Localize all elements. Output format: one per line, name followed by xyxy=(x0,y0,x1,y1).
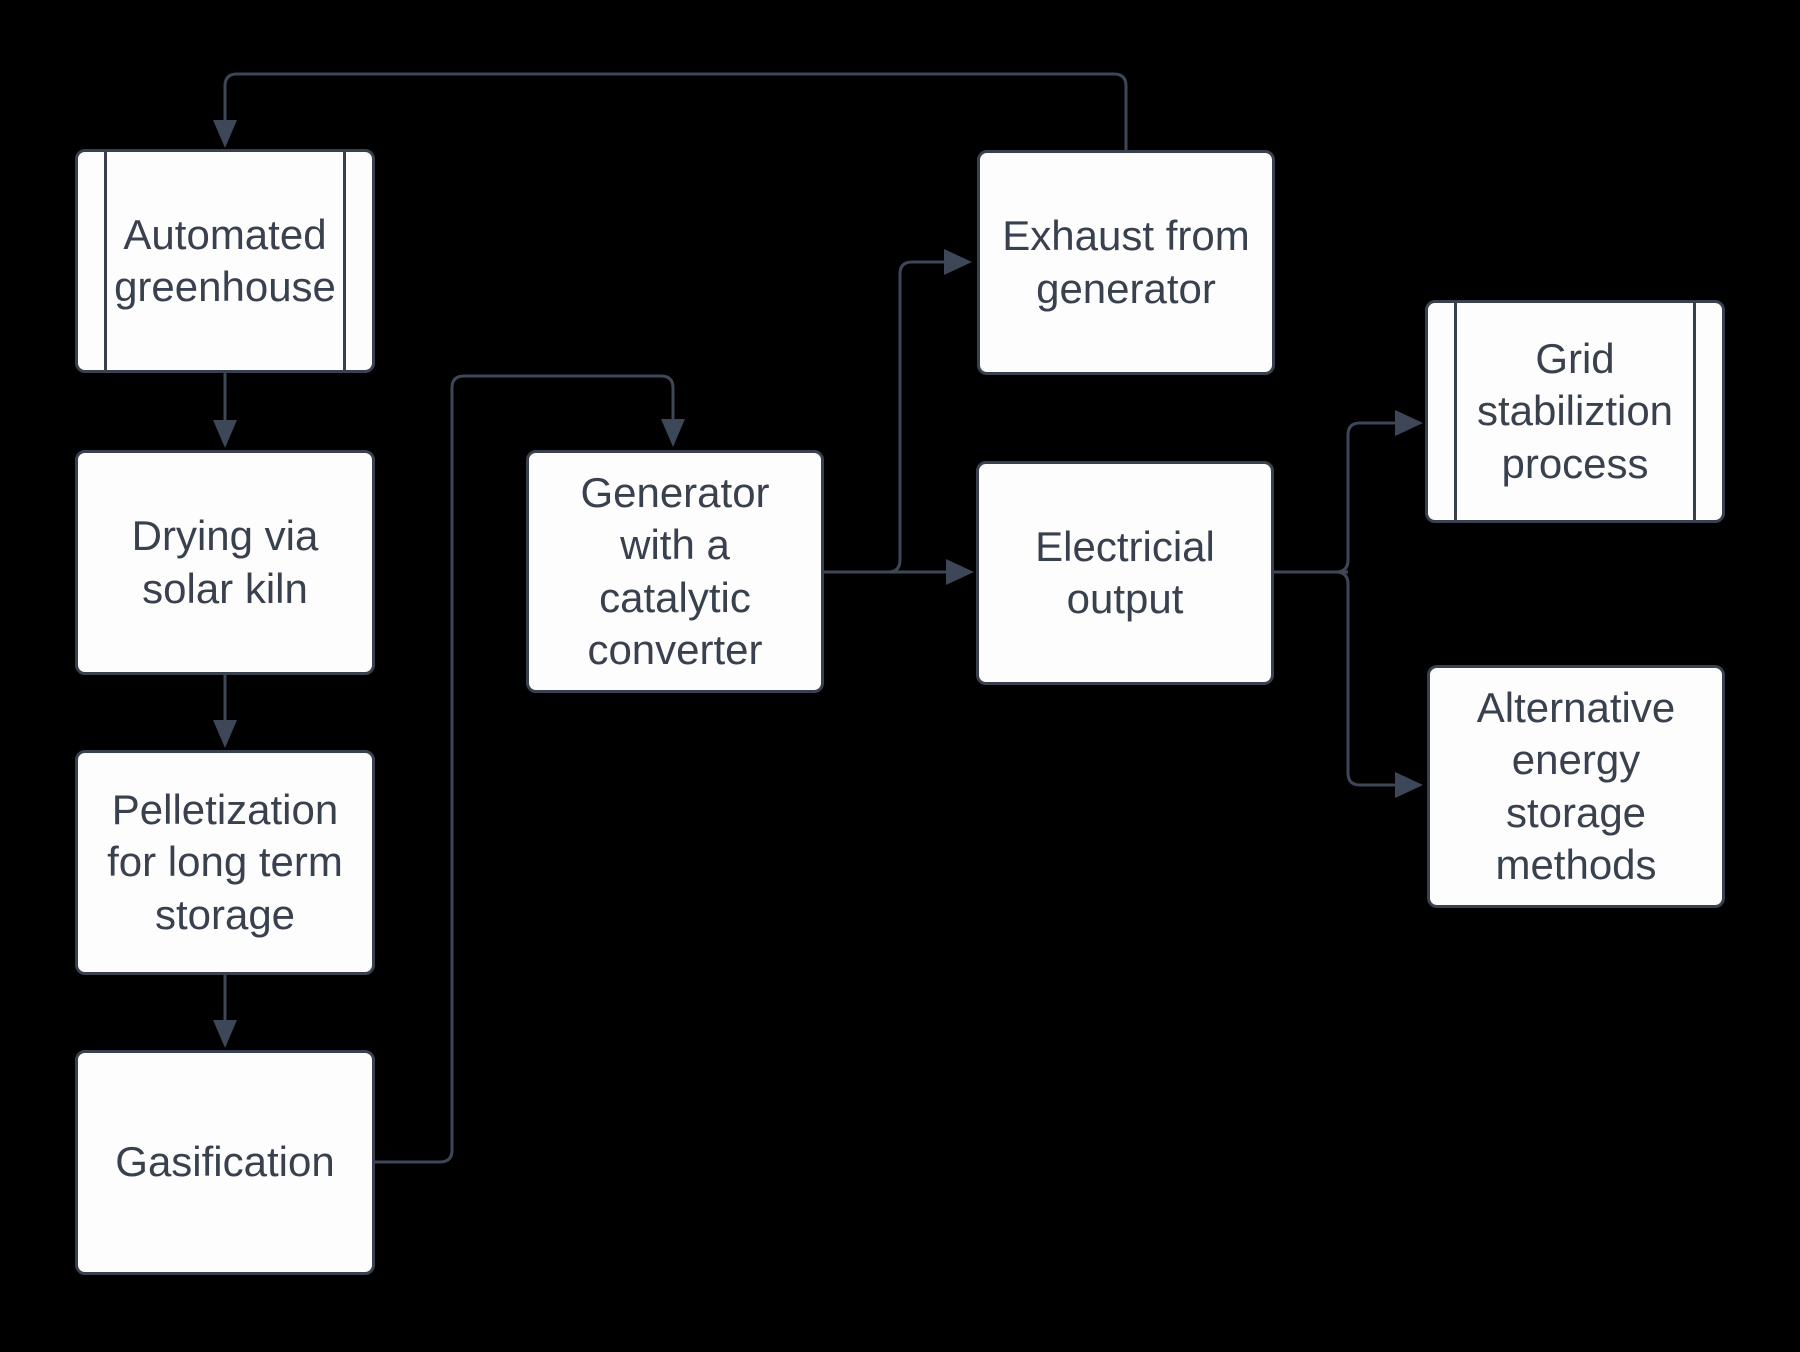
edge-electrical-to-grid xyxy=(1335,421,1397,574)
arrowhead-down-icon xyxy=(213,420,237,448)
arrowhead-right-icon xyxy=(1395,410,1423,436)
node-pelletization: Pelletization for long term storage xyxy=(75,750,375,975)
arrowhead-down-icon xyxy=(213,120,237,148)
edge-generator-to-exhaust xyxy=(887,260,946,574)
predefined-process-bar xyxy=(104,152,107,370)
node-drying-solar-kiln: Drying via solar kiln xyxy=(75,450,375,675)
node-exhaust-from-generator: Exhaust from generator xyxy=(977,150,1275,375)
arrowhead-right-icon xyxy=(946,559,974,585)
arrowhead-down-icon xyxy=(213,1020,237,1048)
arrowhead-down-icon xyxy=(661,419,685,447)
node-label: Grid stabiliztion process xyxy=(1476,334,1674,487)
node-label: Generator with a catalytic converter xyxy=(580,468,770,674)
node-label: Pelletization for long term storage xyxy=(107,785,343,938)
node-label: Exhaust from generator xyxy=(1002,212,1250,312)
node-generator-catalytic-converter: Generator with a catalytic converter xyxy=(526,450,824,693)
arrowhead-right-icon xyxy=(1395,772,1423,798)
node-grid-stabilization-process: Grid stabiliztion process xyxy=(1425,300,1725,523)
node-electrical-output: Electricial output xyxy=(976,461,1274,685)
node-label: Alternative energy storage methods xyxy=(1476,683,1676,889)
node-label: Electricial output xyxy=(1035,522,1215,623)
edge-electrical-to-storage xyxy=(1335,570,1397,787)
node-gasification: Gasification xyxy=(75,1050,375,1275)
predefined-process-bar xyxy=(1693,303,1696,520)
arrowhead-down-icon xyxy=(213,720,237,748)
node-label: Gasification xyxy=(115,1138,335,1186)
predefined-process-bar xyxy=(1454,303,1457,520)
node-alternative-energy-storage: Alternative energy storage methods xyxy=(1427,665,1725,908)
node-label: Automated greenhouse xyxy=(114,210,336,311)
arrowhead-right-icon xyxy=(944,249,972,275)
node-automated-greenhouse: Automated greenhouse xyxy=(75,149,375,373)
edge-exhaust-to-greenhouse xyxy=(223,72,1128,150)
node-label: Drying via solar kiln xyxy=(131,512,319,612)
predefined-process-bar xyxy=(343,152,346,370)
